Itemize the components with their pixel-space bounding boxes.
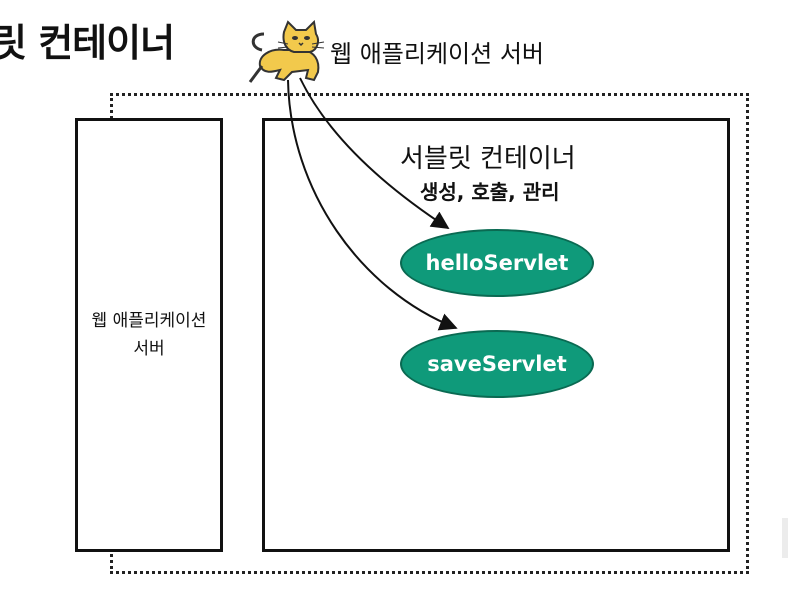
servlet-container-box bbox=[262, 118, 730, 552]
save-servlet-node: saveServlet bbox=[400, 330, 594, 398]
was-label-top: 웹 애플리케이션 서버 bbox=[330, 40, 544, 68]
edge-artifact bbox=[782, 518, 788, 558]
servlet-container-subtitle: 생성, 호출, 관리 bbox=[420, 180, 560, 204]
was-box: 웹 애플리케이션 서버 bbox=[75, 118, 223, 552]
tomcat-logo-icon bbox=[248, 20, 325, 83]
servlet-container-title: 서블릿 컨테이너 bbox=[400, 144, 576, 174]
page-heading: 릿 컨테이너 bbox=[0, 21, 175, 65]
was-box-label: 웹 애플리케이션 서버 bbox=[91, 311, 207, 359]
hello-servlet-node: helloServlet bbox=[400, 229, 594, 297]
